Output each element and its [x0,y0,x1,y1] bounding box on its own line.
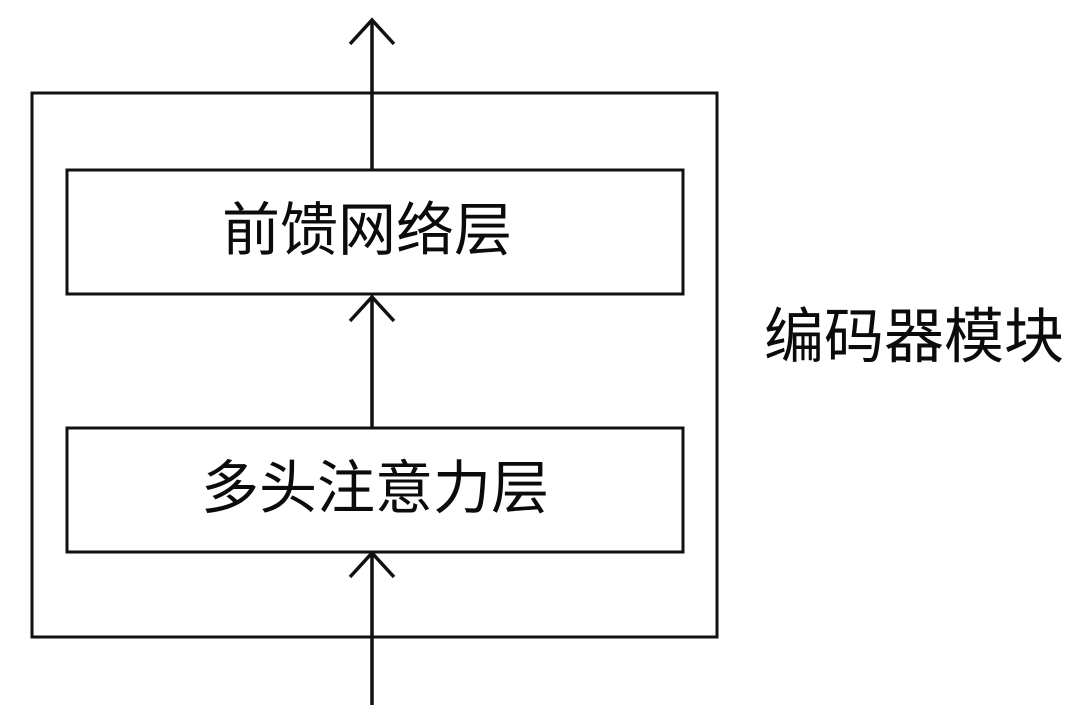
attention-to-feedforward-arrow-head-icon [348,294,396,323]
multi-head-attention-label: 多头注意力层 [201,454,549,522]
multi-head-attention-block: 多头注意力层 [65,426,685,554]
feed-forward-block: 前馈网络层 [65,168,685,296]
output-arrow [348,17,396,170]
attention-to-feedforward-arrow [348,294,396,428]
input-arrow [348,550,396,705]
feed-forward-box [65,168,685,296]
multi-head-attention-box [65,426,685,554]
encoder-module-caption: 编码器模块 [764,303,1064,373]
encoder-module-frame [30,91,719,639]
feed-forward-label: 前馈网络层 [222,196,512,264]
output-arrow-head-icon [348,17,396,46]
